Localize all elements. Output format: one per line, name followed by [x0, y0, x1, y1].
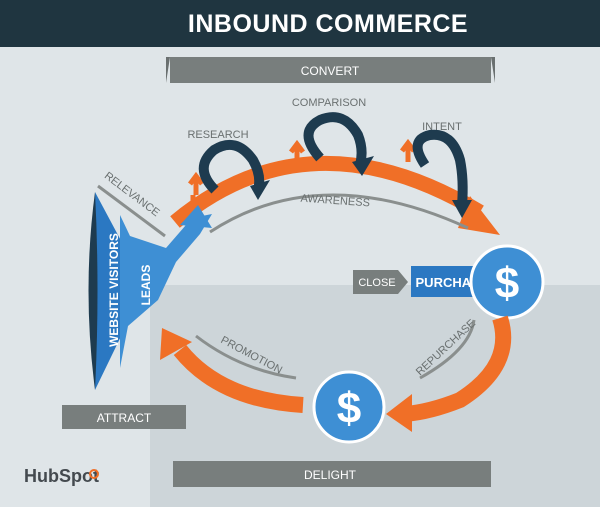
website-visitors-label: WEBSITE VISITORS [107, 233, 121, 347]
promotion-arrowhead [160, 328, 192, 360]
convert-label: CONVERT [301, 64, 360, 78]
orange-up-arrow [400, 138, 416, 162]
research-hook-arrow [198, 139, 270, 200]
hubspot-sprocket-icon [89, 469, 99, 479]
purchase-dollar-circle: $ [469, 244, 545, 320]
promotion-orange-arc [173, 344, 304, 413]
awareness-arc [209, 193, 469, 234]
delight-dollar-circle: $ [312, 370, 386, 444]
repurchase-arrowhead [386, 394, 412, 432]
delight-dollar-sign: $ [337, 384, 361, 433]
leads-label: LEADS [139, 265, 153, 306]
orange-up-arrow [188, 171, 204, 207]
purchase-dollar-sign: $ [495, 259, 519, 308]
promotion-gray-line [195, 334, 297, 380]
funnel [88, 192, 212, 390]
delight-bar: DELIGHT [173, 461, 491, 487]
attract-label: ATTRACT [97, 411, 152, 425]
awareness-label: AWARENESS [300, 193, 370, 210]
relevance-line [97, 184, 166, 238]
close-label: CLOSE [358, 277, 395, 289]
intent-hook-arrow [412, 129, 472, 218]
repurchase-orange-arc [404, 315, 512, 422]
repurchase-gray-line [419, 319, 476, 380]
comparison-label: COMPARISON [292, 97, 366, 109]
research-label: RESEARCH [187, 129, 248, 141]
convert-orange-arc [170, 155, 484, 228]
convert-bar: CONVERT [166, 57, 495, 83]
comparison-hook-arrow [303, 112, 374, 176]
attract-bar: ATTRACT [62, 405, 186, 429]
title-bar [0, 0, 600, 47]
delight-label: DELIGHT [304, 468, 357, 482]
close-chevron: CLOSE [353, 270, 408, 294]
hubspot-logo-text: HubSpot [24, 466, 99, 486]
page-title: INBOUND COMMERCE [188, 10, 468, 38]
hubspot-logo: HubSpot [24, 466, 99, 486]
orange-up-arrow [289, 139, 305, 163]
